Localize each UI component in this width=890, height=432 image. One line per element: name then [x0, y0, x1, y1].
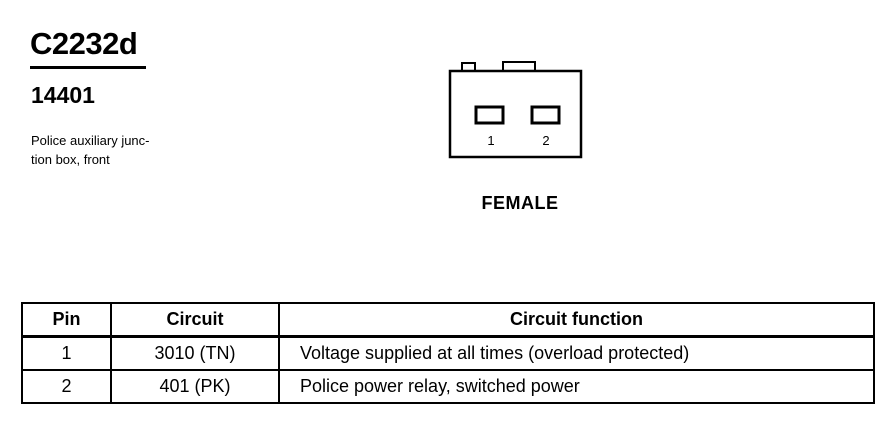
table-row: 1 3010 (TN) Voltage supplied at all time…: [21, 335, 875, 371]
description-line: tion box, front: [31, 152, 110, 167]
pin-cavity-1: [474, 105, 505, 125]
header-circuit: Circuit: [110, 302, 280, 338]
pin-cell: 2: [21, 369, 112, 404]
connector-face-drawing: 1 2: [440, 56, 590, 160]
header-circuit-function: Circuit function: [278, 302, 875, 338]
table-header-row: Pin Circuit Circuit function: [21, 302, 875, 338]
pin-cell: 1: [21, 335, 112, 371]
circuit-function-cell: Voltage supplied at all times (overload …: [278, 335, 875, 371]
pin-cavity-2: [530, 105, 561, 125]
circuit-cell: 3010 (TN): [110, 335, 280, 371]
circuit-function-cell: Police power relay, switched power: [278, 369, 875, 404]
header-pin: Pin: [21, 302, 112, 338]
connector-face-svg: 1 2: [448, 61, 583, 159]
connector-id: C2232d: [30, 26, 138, 61]
title-underline: [30, 66, 146, 69]
description-line: Police auxiliary junc-: [31, 133, 150, 148]
connector-gender-label: FEMALE: [481, 193, 559, 213]
connector-description: Police auxiliary junc- tion box, front: [31, 131, 191, 169]
connector-body: [448, 69, 583, 159]
part-number: 14401: [31, 82, 95, 108]
circuit-cell: 401 (PK): [110, 369, 280, 404]
pin-label-1: 1: [487, 133, 494, 148]
pin-label-2: 2: [542, 133, 549, 148]
table-row: 2 401 (PK) Police power relay, switched …: [21, 369, 875, 404]
pinout-table: Pin Circuit Circuit function 1 3010 (TN)…: [21, 302, 875, 404]
